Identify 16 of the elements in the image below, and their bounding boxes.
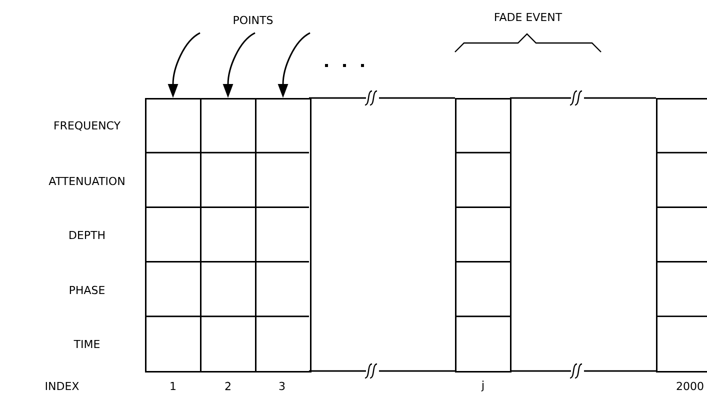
column-number: 2 <box>225 382 230 390</box>
row-label: FREQUENCY <box>54 121 121 131</box>
row-label: ATTENUATION <box>48 176 124 186</box>
bracket-label: FADE EVENT <box>495 13 562 22</box>
heading: POINTS <box>234 16 273 24</box>
table-column <box>656 98 707 372</box>
column-number: 1 <box>170 382 176 390</box>
table-column <box>255 98 312 372</box>
table-column <box>145 98 202 372</box>
axis-label: INDEX <box>46 382 79 390</box>
column-number: 3 <box>279 382 285 390</box>
table-column <box>200 98 256 372</box>
table-column <box>455 98 512 372</box>
row-label: DEPTH <box>70 231 104 240</box>
row-label: PHASE <box>70 286 104 294</box>
row-label: TIME <box>74 340 100 348</box>
